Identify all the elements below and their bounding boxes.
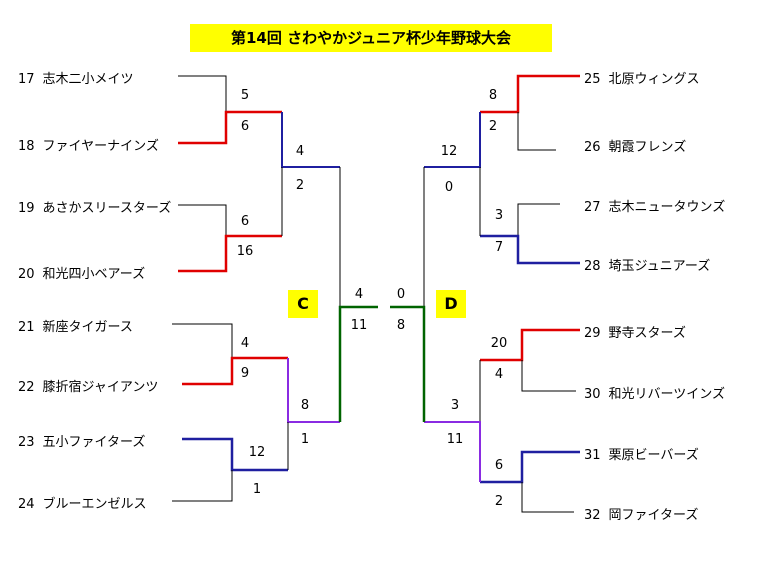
score-t32: 2 (494, 494, 504, 509)
line-t18-win (178, 110, 282, 145)
line-t28-win (480, 234, 580, 265)
score-fD-top: 0 (396, 287, 406, 302)
line-t24 (172, 470, 233, 502)
score-t25: 8 (488, 88, 498, 103)
line-fD-win (390, 305, 426, 422)
score-s4-top: 3 (450, 398, 460, 413)
score-s1-bottom: 2 (295, 178, 305, 193)
score-t28: 7 (494, 240, 504, 255)
score-s2-bottom: 1 (300, 432, 310, 447)
score-t24: 1 (252, 482, 262, 497)
score-t19: 6 (240, 214, 250, 229)
block-label-d: D (436, 290, 466, 318)
line-t20-win (178, 234, 282, 273)
score-t31: 6 (494, 458, 504, 473)
line-t25-win (480, 74, 580, 114)
score-s3-bottom: 0 (444, 180, 454, 195)
score-t22: 9 (240, 366, 250, 381)
score-fC-bottom: 11 (350, 318, 368, 333)
score-s3-top: 12 (440, 144, 458, 159)
line-t23-win (182, 437, 288, 472)
score-t29: 20 (490, 336, 508, 351)
score-s2-top: 8 (300, 398, 310, 413)
line-t32 (521, 482, 574, 513)
line-t31-win (480, 450, 580, 484)
line-t27 (517, 203, 560, 236)
line-t19 (178, 204, 227, 236)
score-t17: 5 (240, 88, 250, 103)
score-t21: 4 (240, 336, 250, 351)
score-fD-bottom: 8 (396, 318, 406, 333)
line-s4-win (424, 421, 481, 482)
score-t23: 12 (248, 445, 266, 460)
block-label-c: C (288, 290, 318, 318)
line-t30 (521, 360, 576, 392)
score-fC-top: 4 (354, 287, 364, 302)
tournament-title: 第14回 さわやかジュニア杯少年野球大会 (190, 24, 552, 52)
score-t30: 4 (494, 367, 504, 382)
score-t26: 2 (488, 119, 498, 134)
score-t20: 16 (236, 244, 254, 259)
line-t17 (178, 75, 227, 112)
line-t26 (517, 112, 556, 151)
line-t22-win (182, 356, 288, 386)
score-t18: 6 (240, 119, 250, 134)
score-s1-top: 4 (295, 144, 305, 159)
line-t29-win (480, 328, 580, 362)
line-fC-win (338, 305, 378, 422)
line-t21 (172, 323, 233, 358)
score-t27: 3 (494, 208, 504, 223)
score-s4-bottom: 11 (446, 432, 464, 447)
